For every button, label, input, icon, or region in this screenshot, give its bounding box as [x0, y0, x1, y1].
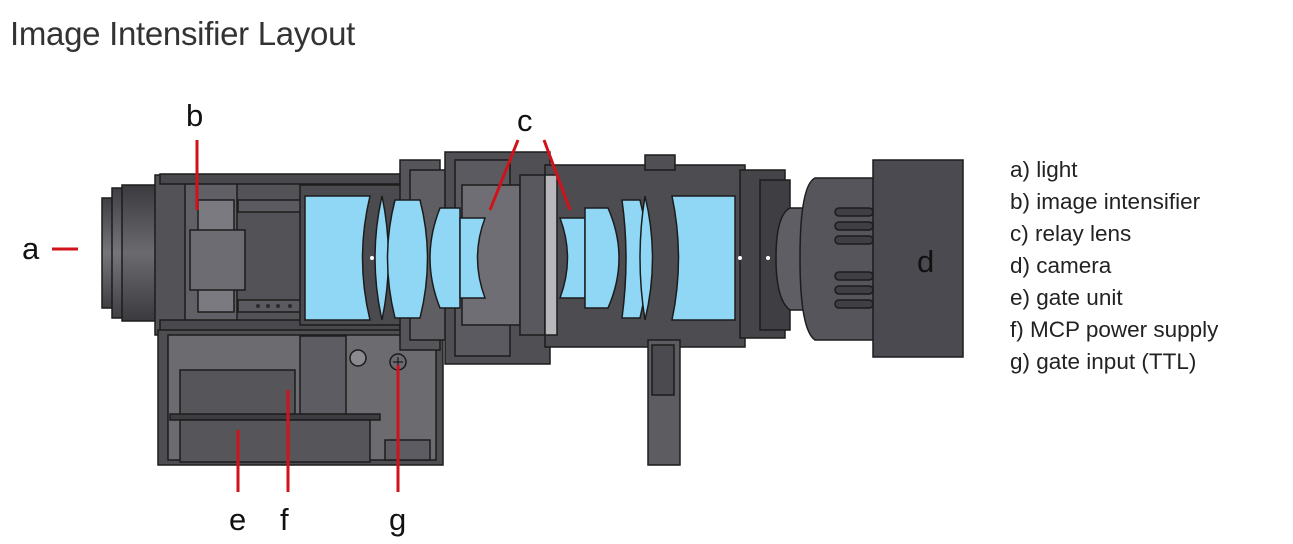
legend-item-mcp-power-supply: f) MCP power supply: [1010, 317, 1219, 342]
callout-f: f: [280, 502, 289, 537]
callout-c: c: [517, 103, 533, 138]
leader-lines: [52, 139, 572, 492]
legend-item-gate-unit: e) gate unit: [1010, 285, 1123, 310]
camera-body: [775, 159, 964, 358]
callout-b: b: [186, 98, 204, 133]
legend-item-gate-input: g) gate input (TTL): [1010, 349, 1197, 374]
callout-d: d: [917, 244, 935, 279]
legend-item-relay-lens: c) relay lens: [1010, 221, 1132, 246]
callout-a: a: [22, 231, 40, 266]
legend-item-image-intensifier: b) image intensifier: [1010, 189, 1201, 214]
electronics-box: [157, 329, 444, 466]
front-entrance: [101, 184, 163, 322]
legend-list: a) light b) image intensifier c) relay l…: [1010, 154, 1218, 378]
diagram-title: Image Intensifier Layout: [10, 15, 356, 52]
callout-g: g: [389, 502, 407, 537]
leader-c1: [488, 139, 520, 211]
callout-e: e: [229, 502, 247, 537]
legend-item-light: a) light: [1010, 157, 1078, 182]
leader-c2: [542, 139, 572, 211]
legend-item-camera: d) camera: [1010, 253, 1112, 278]
lens-elements: [304, 195, 736, 321]
